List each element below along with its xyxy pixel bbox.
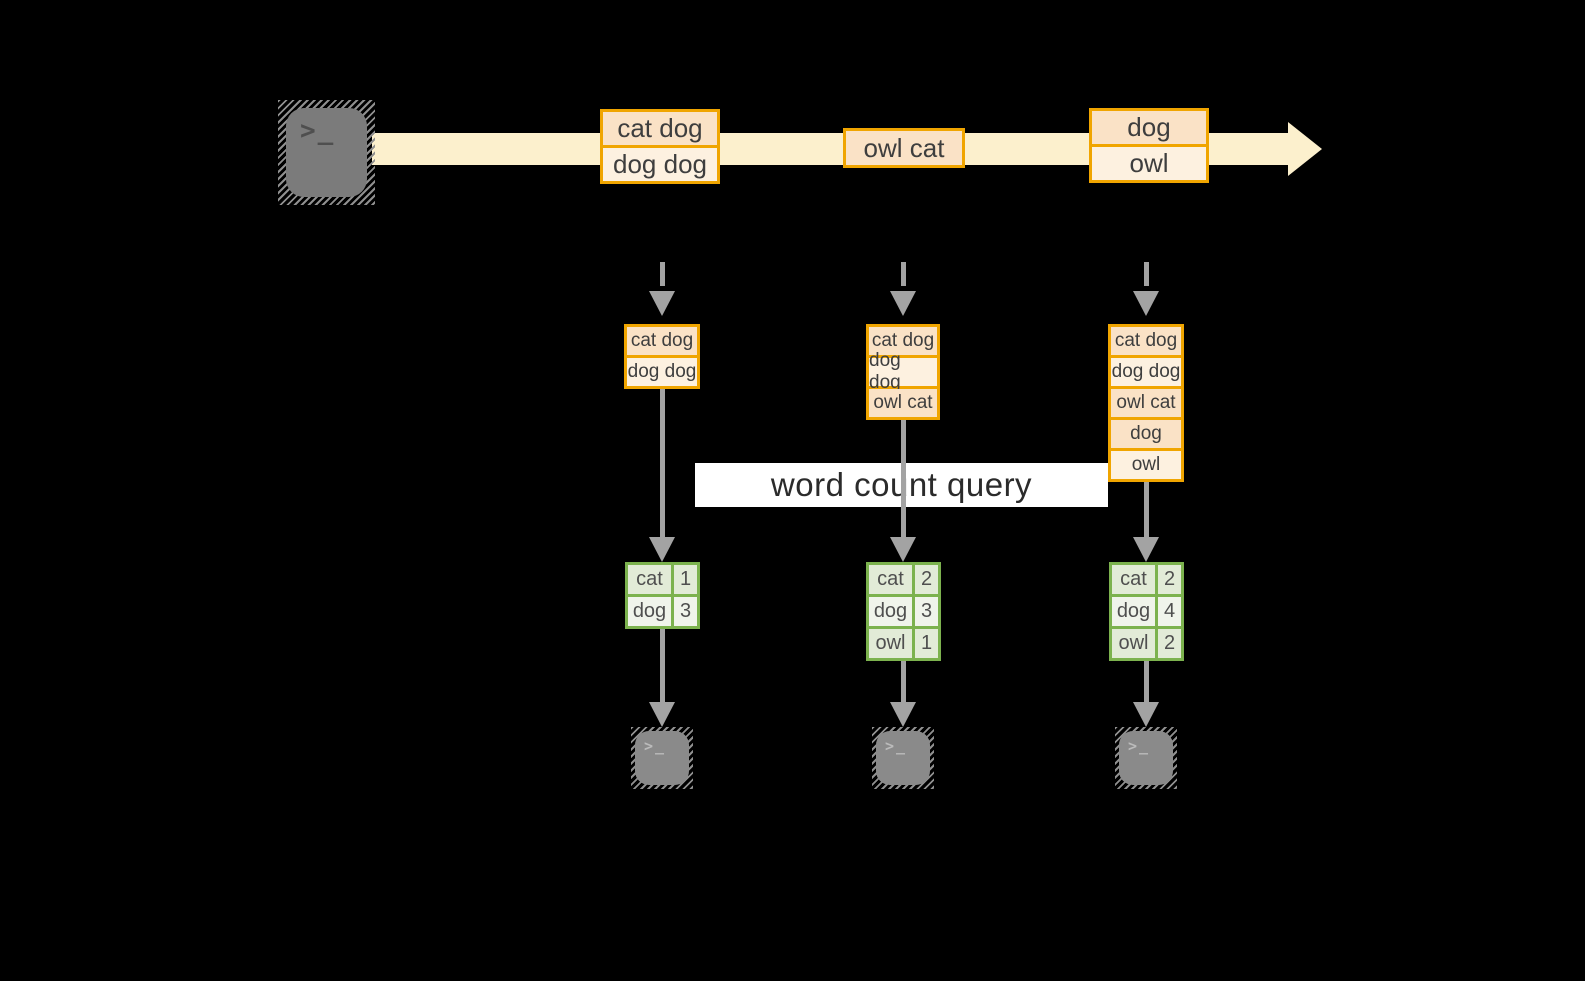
count-word-cell: cat bbox=[869, 565, 912, 594]
ingest-arrow-head-icon bbox=[890, 291, 916, 316]
terminal-prompt-icon: >_ bbox=[885, 737, 908, 755]
count-value-cell: 1 bbox=[674, 565, 697, 594]
buffer-record: dog dog bbox=[1111, 358, 1181, 386]
emit-arrow-shaft bbox=[901, 661, 906, 703]
count-word-cell: cat bbox=[628, 565, 671, 594]
ingest-arrow-dash bbox=[660, 262, 665, 286]
sink-terminal-icon: >_ bbox=[1115, 727, 1177, 789]
terminal-prompt-icon: >_ bbox=[1128, 737, 1151, 755]
stream-record: owl bbox=[1092, 147, 1206, 180]
count-word-cell: cat bbox=[1112, 565, 1155, 594]
query-arrow-head-icon bbox=[649, 537, 675, 562]
count-value-cell: 2 bbox=[1158, 629, 1181, 658]
buffer-record: cat dog bbox=[869, 327, 937, 355]
sink-terminal-icon: >_ bbox=[872, 727, 934, 789]
source-terminal-icon: >_ bbox=[278, 100, 375, 205]
ingest-arrow-dash bbox=[1144, 262, 1149, 286]
count-word-cell: dog bbox=[1112, 597, 1155, 626]
buffer-record: cat dog bbox=[1111, 327, 1181, 355]
stream-record: dog dog bbox=[603, 148, 717, 181]
count-value-cell: 2 bbox=[915, 565, 938, 594]
buffer-record: dog dog bbox=[627, 358, 697, 386]
query-arrow-head-icon bbox=[890, 537, 916, 562]
query-arrow-shaft bbox=[901, 420, 906, 538]
buffer-record: dog dog bbox=[869, 350, 937, 393]
terminal-prompt-icon: >_ bbox=[644, 737, 667, 755]
stream-record: cat dog bbox=[603, 112, 717, 145]
emit-arrow-head-icon bbox=[1133, 702, 1159, 727]
query-arrow-shaft bbox=[660, 389, 665, 538]
count-value-cell: 3 bbox=[674, 597, 697, 626]
emit-arrow-head-icon bbox=[649, 702, 675, 727]
stream-arrow-head-icon bbox=[1288, 122, 1322, 176]
query-arrow-shaft bbox=[1144, 482, 1149, 538]
stream-record: dog bbox=[1092, 111, 1206, 144]
stream-record: owl cat bbox=[846, 131, 962, 165]
ingest-arrow-head-icon bbox=[1133, 291, 1159, 316]
count-word-cell: owl bbox=[869, 629, 912, 658]
count-value-cell: 4 bbox=[1158, 597, 1181, 626]
sink-terminal-icon: >_ bbox=[631, 727, 693, 789]
emit-arrow-shaft bbox=[1144, 661, 1149, 703]
buffer-record: owl bbox=[1111, 451, 1181, 479]
terminal-icon-body: >_ bbox=[635, 731, 689, 785]
emit-arrow-head-icon bbox=[890, 702, 916, 727]
terminal-icon-body: >_ bbox=[1119, 731, 1173, 785]
ingest-arrow-dash bbox=[901, 262, 906, 286]
buffer-record: dog bbox=[1111, 420, 1181, 448]
count-word-cell: owl bbox=[1112, 629, 1155, 658]
terminal-icon-body: >_ bbox=[876, 731, 930, 785]
count-word-cell: dog bbox=[628, 597, 671, 626]
count-word-cell: dog bbox=[869, 597, 912, 626]
ingest-arrow-head-icon bbox=[649, 291, 675, 316]
terminal-icon-body: >_ bbox=[286, 108, 367, 197]
count-value-cell: 2 bbox=[1158, 565, 1181, 594]
query-arrow-head-icon bbox=[1133, 537, 1159, 562]
emit-arrow-shaft bbox=[660, 629, 665, 703]
count-value-cell: 1 bbox=[915, 629, 938, 658]
buffer-stack: cat dog dog dog owl cat dog owl bbox=[1108, 324, 1184, 482]
buffer-record: owl cat bbox=[869, 389, 937, 417]
terminal-prompt-icon: >_ bbox=[300, 116, 336, 146]
buffer-record: owl cat bbox=[1111, 389, 1181, 417]
count-value-cell: 3 bbox=[915, 597, 938, 626]
buffer-record: cat dog bbox=[627, 327, 697, 355]
buffer-stack: cat dog dog dog bbox=[624, 324, 700, 389]
stream-event-box: owl cat bbox=[843, 128, 965, 168]
